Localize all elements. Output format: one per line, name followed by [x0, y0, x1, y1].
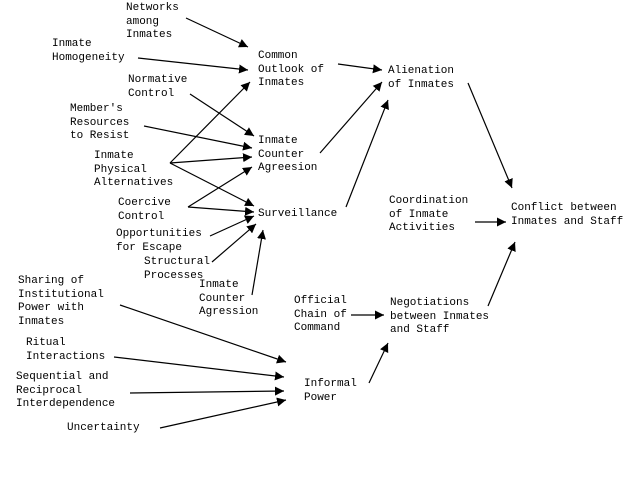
node-counter-agression: Inmate Counter Agression — [199, 279, 259, 318]
arrow-counter-agreesion-to-alienation — [319, 81, 383, 154]
arrow-physical-to-common-outlook — [169, 81, 251, 164]
node-negotiations: Negotiations between Inmates and Staff — [390, 297, 490, 336]
node-surveillance: Surveillance — [258, 208, 338, 220]
node-physical: Inmate Physical Alternatives — [94, 150, 174, 189]
arrow-common-outlook-to-alienation — [337, 63, 383, 74]
node-official-chain: Official Chain of Command — [294, 295, 347, 334]
node-alienation: Alienation of Inmates — [388, 65, 455, 91]
arrow-physical-to-surveillance — [169, 162, 255, 207]
node-networks: Networks among Inmates — [126, 2, 179, 41]
arrow-ritual-to-informal-power — [113, 356, 285, 381]
arrow-networks-to-common-outlook — [185, 17, 249, 48]
node-coercive: Coercive Control — [118, 197, 171, 223]
arrow-homogeneity-to-common-outlook — [137, 57, 249, 74]
node-common-outlook: Common Outlook of Inmates — [258, 50, 325, 89]
node-structural: Structural Processes — [144, 256, 211, 282]
node-coordination: Coordination of Inmate Activities — [389, 195, 469, 234]
node-normative: Normative Control — [128, 74, 188, 100]
node-conflict: Conflict between Inmates and Staff — [511, 202, 624, 228]
arrow-structural-to-surveillance — [211, 223, 257, 263]
arrow-physical-to-counter-agreesion — [169, 153, 253, 164]
arrow-sequential-to-informal-power — [129, 386, 285, 396]
arrow-resources-to-counter-agreesion — [143, 125, 253, 151]
node-homogeneity: Inmate Homogeneity — [52, 38, 125, 64]
arrow-escape-to-surveillance — [209, 215, 255, 237]
node-sharing: Sharing of Institutional Power with Inma… — [18, 275, 104, 328]
arrow-uncertainty-to-informal-power — [159, 397, 287, 429]
node-counter-agreesion: Inmate Counter Agreesion — [258, 135, 318, 174]
node-uncertainty: Uncertainty — [67, 422, 140, 434]
arrow-coercive-to-counter-agreesion — [187, 166, 253, 208]
arrow-negotiations-to-conflict — [487, 241, 516, 307]
node-sequential: Sequential and Reciprocal Interdependenc… — [16, 371, 116, 410]
arrow-informal-power-to-negotiations — [368, 342, 389, 384]
node-ritual: Ritual Interactions — [26, 337, 106, 363]
node-resources: Member's Resources to Resist — [70, 103, 130, 142]
arrow-coercive-to-surveillance — [187, 206, 255, 216]
node-escape: Opportunities for Escape — [116, 228, 202, 254]
node-informal-power: Informal Power — [304, 378, 357, 404]
arrow-counter-agression-to-surveillance — [251, 229, 266, 296]
arrow-normative-to-counter-agreesion — [189, 93, 255, 137]
arrow-sharing-to-informal-power — [119, 304, 287, 364]
arrow-surveillance-to-alienation — [345, 99, 389, 208]
arrow-alienation-to-conflict — [467, 82, 513, 189]
